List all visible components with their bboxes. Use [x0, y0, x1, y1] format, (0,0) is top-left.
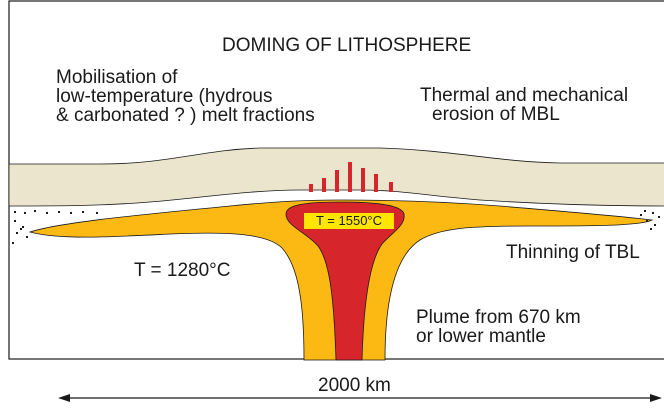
- plume-source-label: Plume from 670 km or lower mantle: [416, 308, 581, 346]
- scale-arrow-right-head: [650, 394, 662, 402]
- scale-label: 2000 km: [318, 375, 391, 396]
- thinning-tbl-label: Thinning of TBL: [506, 242, 640, 263]
- mobilisation-label: Mobilisation of low-temperature (hydrous…: [56, 68, 315, 125]
- tbl-speckles-right: [640, 210, 660, 230]
- melt-bar: [322, 178, 326, 192]
- mobilisation-line-2: low-temperature (hydrous: [56, 86, 273, 107]
- tbl-speckles-left: [12, 210, 98, 244]
- melt-bar: [348, 162, 352, 192]
- diagram-title: DOMING OF LITHOSPHERE: [222, 35, 472, 56]
- thermal-erosion-label: Thermal and mechanical erosion of MBL: [420, 86, 628, 124]
- mobilisation-line-3: & carbonated ? ) melt fractions: [56, 105, 315, 126]
- scale-arrow-left-head: [58, 394, 70, 402]
- plume-source-line-1: Plume from 670 km: [416, 307, 581, 328]
- plume-temperature-label: T = 1550°C: [304, 213, 394, 229]
- plume-core: [285, 201, 405, 361]
- ambient-temperature-label: T = 1280°C: [134, 260, 231, 281]
- thermal-erosion-line-1: Thermal and mechanical: [420, 85, 629, 106]
- thermal-erosion-line-2: erosion of MBL: [432, 104, 560, 125]
- melt-bar: [361, 168, 365, 192]
- plume-source-line-2: or lower mantle: [416, 326, 546, 347]
- melt-bar: [309, 184, 313, 192]
- melt-bar: [374, 174, 378, 192]
- mobilisation-line-1: Mobilisation of: [56, 67, 178, 88]
- melt-bar: [335, 170, 339, 192]
- melt-bar: [389, 182, 393, 192]
